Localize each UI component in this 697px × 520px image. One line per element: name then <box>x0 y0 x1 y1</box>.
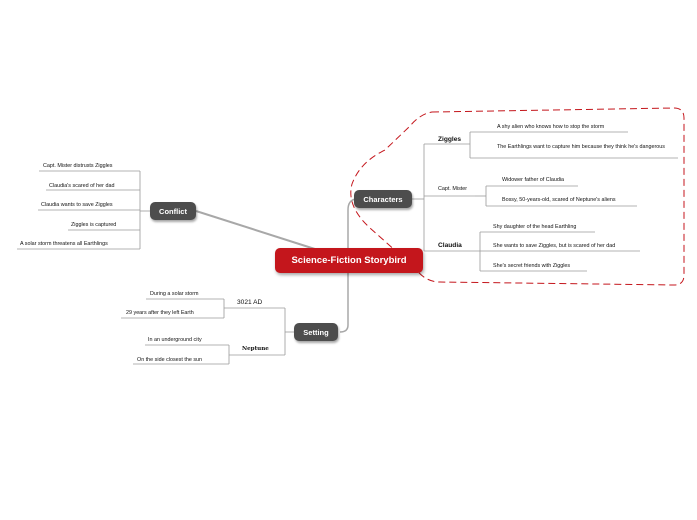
mister-fact-1[interactable]: Widower father of Claudia <box>502 177 565 183</box>
conflict-item-2[interactable]: Claudia's scared of her dad <box>49 183 115 189</box>
claudia-fact-1[interactable]: Shy daughter of the head Earthling <box>493 224 577 230</box>
ziggles-fact-2[interactable]: The Earthlings want to capture him becau… <box>497 144 665 150</box>
conflict-item-3[interactable]: Claudia wants to save Ziggles <box>41 202 113 208</box>
claudia-fact-3[interactable]: She's secret friends with Ziggles <box>493 263 571 269</box>
place-fact-1[interactable]: In an underground city <box>148 337 202 343</box>
conflict-item-4[interactable]: Ziggles is captured <box>71 222 117 228</box>
conflict-item-1[interactable]: Capt. Mister distrusts Ziggles <box>43 163 113 169</box>
ziggles-subtopic[interactable]: Ziggles <box>438 136 462 143</box>
place-fact-2[interactable]: On the side closest the sun <box>137 357 203 363</box>
setting-links <box>121 298 294 365</box>
conflict-topic[interactable]: Conflict <box>150 202 196 220</box>
claudia-subtopic[interactable]: Claudia <box>438 242 462 249</box>
conflict-item-5[interactable]: A solar storm threatens all Earthlings <box>20 241 108 247</box>
claudia-fact-2[interactable]: She wants to save Ziggles, but is scared… <box>493 243 616 249</box>
time-fact-1[interactable]: During a solar storm <box>150 291 199 297</box>
ziggles-fact-1[interactable]: A shy alien who knows how to stop the st… <box>497 124 605 130</box>
setting-topic[interactable]: Setting <box>294 323 338 341</box>
characters-topic[interactable]: Characters <box>354 190 412 208</box>
mister-fact-2[interactable]: Bossy, 50-years-old, scared of Neptune's… <box>502 197 616 203</box>
conflict-links <box>17 170 150 250</box>
characters-links <box>412 131 678 272</box>
setting-time-subtopic[interactable]: 3021 AD <box>237 299 263 306</box>
setting-place-subtopic[interactable]: Neptune <box>242 346 269 352</box>
central-topic[interactable]: Science-Fiction Storybird <box>275 248 423 273</box>
capt-mister-subtopic[interactable]: Capt. Mister <box>438 186 468 192</box>
time-fact-2[interactable]: 29 years after they left Earth <box>126 310 194 316</box>
